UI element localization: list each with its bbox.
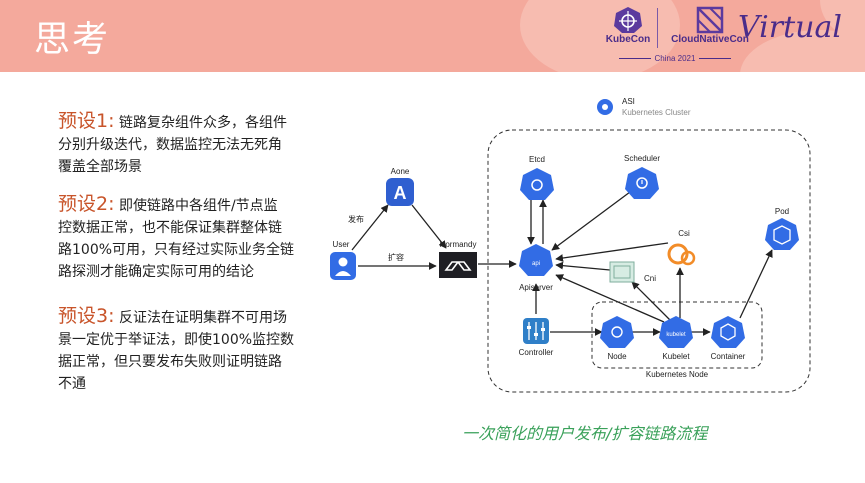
kubecon-icon bbox=[614, 7, 642, 33]
edge-aone-normandy bbox=[411, 204, 447, 249]
premise-3-line-3: 据正常，但只要发布失败则证明链路 bbox=[58, 354, 282, 370]
container-label: Container bbox=[711, 352, 746, 361]
page-title: 思考 bbox=[34, 19, 111, 60]
edge-scheduler-apiserver bbox=[551, 191, 631, 251]
premise-2-label: 预设2: bbox=[58, 193, 115, 215]
asi-icon bbox=[597, 99, 613, 115]
diagram-caption: 一次简化的用户发布/扩容链路流程 bbox=[462, 424, 708, 443]
premise-1: 预设1: 链路复杂组件众多，各组件 分别升级迭代，数据监控无法无死角 覆盖全部场… bbox=[58, 110, 323, 178]
container-icon bbox=[711, 316, 745, 348]
premise-3-line-2: 景一定优于举证法，即使100%监控数 bbox=[58, 332, 295, 348]
csi-label: Csi bbox=[678, 229, 690, 238]
cloudnativecon-icon bbox=[696, 6, 724, 34]
controller-label: Controller bbox=[519, 348, 554, 357]
svg-text:api: api bbox=[532, 261, 540, 267]
premise-1-line-2: 分别升级迭代，数据监控无法无死角 bbox=[58, 137, 282, 153]
normandy-label: Normandy bbox=[440, 240, 477, 249]
cluster-name: ASI bbox=[622, 97, 635, 106]
pod-icon bbox=[765, 218, 799, 250]
kubecon-logo: KubeCon bbox=[603, 6, 653, 45]
k8s-node-boundary bbox=[591, 301, 763, 369]
cloudnativecon-logo: CloudNativeCon bbox=[660, 6, 760, 45]
kubecon-text: KubeCon bbox=[605, 34, 651, 45]
cloudnativecon-text: CloudNativeCon bbox=[671, 34, 749, 45]
kubelet-icon: kubelet bbox=[659, 316, 693, 348]
controller-icon bbox=[523, 318, 549, 344]
virtual-badge: Virtual bbox=[738, 10, 842, 45]
cluster-sub: Kubernetes Cluster bbox=[622, 108, 691, 117]
edge-kubelet-cni bbox=[631, 281, 671, 321]
premise-1-label: 预设1: bbox=[58, 110, 115, 132]
kubelet-label: Kubelet bbox=[662, 352, 690, 361]
normandy-icon bbox=[439, 252, 477, 278]
etcd-label: Etcd bbox=[529, 155, 545, 164]
edge-csi-apiserver bbox=[555, 242, 669, 262]
premise-3-label: 预设3: bbox=[58, 305, 115, 327]
pod-label: Pod bbox=[775, 207, 789, 216]
premise-2-line-1: 即使链路中各组件/节点监 bbox=[118, 198, 278, 214]
premise-2: 预设2: 即使链路中各组件/节点监 控数据正常，也不能保证集群整体链 路100%… bbox=[58, 193, 323, 283]
event-year: China 2021 bbox=[610, 54, 740, 63]
edge-label-publish: 发布 bbox=[348, 214, 364, 224]
premise-2-line-3: 路100%可用，只有经过实际业务全链 bbox=[58, 242, 295, 258]
user-label: User bbox=[333, 240, 350, 249]
apiserver-icon: api bbox=[519, 244, 553, 276]
scheduler-icon bbox=[625, 167, 659, 199]
cni-label: Cni bbox=[644, 274, 656, 283]
node-label: Node bbox=[607, 352, 627, 361]
etcd-icon bbox=[520, 168, 554, 200]
aone-label: Aone bbox=[391, 167, 410, 176]
premise-3-line-1: 反证法在证明集群不可用场 bbox=[118, 310, 287, 326]
edge-kubelet-apiserver bbox=[555, 274, 665, 323]
user-icon bbox=[330, 252, 356, 280]
edge-container-pod bbox=[739, 249, 773, 319]
cni-icon bbox=[609, 261, 635, 283]
premise-1-line-1: 链路复杂组件众多，各组件 bbox=[118, 115, 287, 131]
apiserver-label: Apiserver bbox=[519, 283, 553, 292]
logo-divider bbox=[657, 8, 658, 48]
premise-2-line-2: 控数据正常，也不能保证集群整体链 bbox=[58, 220, 282, 236]
csi-icon bbox=[667, 243, 696, 266]
edge-user-aone bbox=[351, 204, 389, 251]
k8s-node-label: Kubernetes Node bbox=[646, 370, 709, 379]
premise-3: 预设3: 反证法在证明集群不可用场 景一定优于举证法，即使100%监控数 据正常… bbox=[58, 305, 323, 395]
cluster-boundary bbox=[487, 129, 811, 393]
premise-2-line-4: 路探测才能确定实际可用的结论 bbox=[58, 264, 254, 280]
svg-text:kubelet: kubelet bbox=[666, 332, 686, 338]
node-icon bbox=[600, 316, 634, 348]
edge-label-scale: 扩容 bbox=[388, 252, 404, 262]
premise-1-line-3: 覆盖全部场景 bbox=[58, 159, 142, 175]
premise-3-line-4: 不通 bbox=[58, 376, 86, 392]
scheduler-label: Scheduler bbox=[624, 154, 660, 163]
svg-text:A: A bbox=[394, 183, 407, 203]
aone-icon: A bbox=[386, 178, 414, 206]
edge-cni-apiserver bbox=[555, 261, 611, 271]
